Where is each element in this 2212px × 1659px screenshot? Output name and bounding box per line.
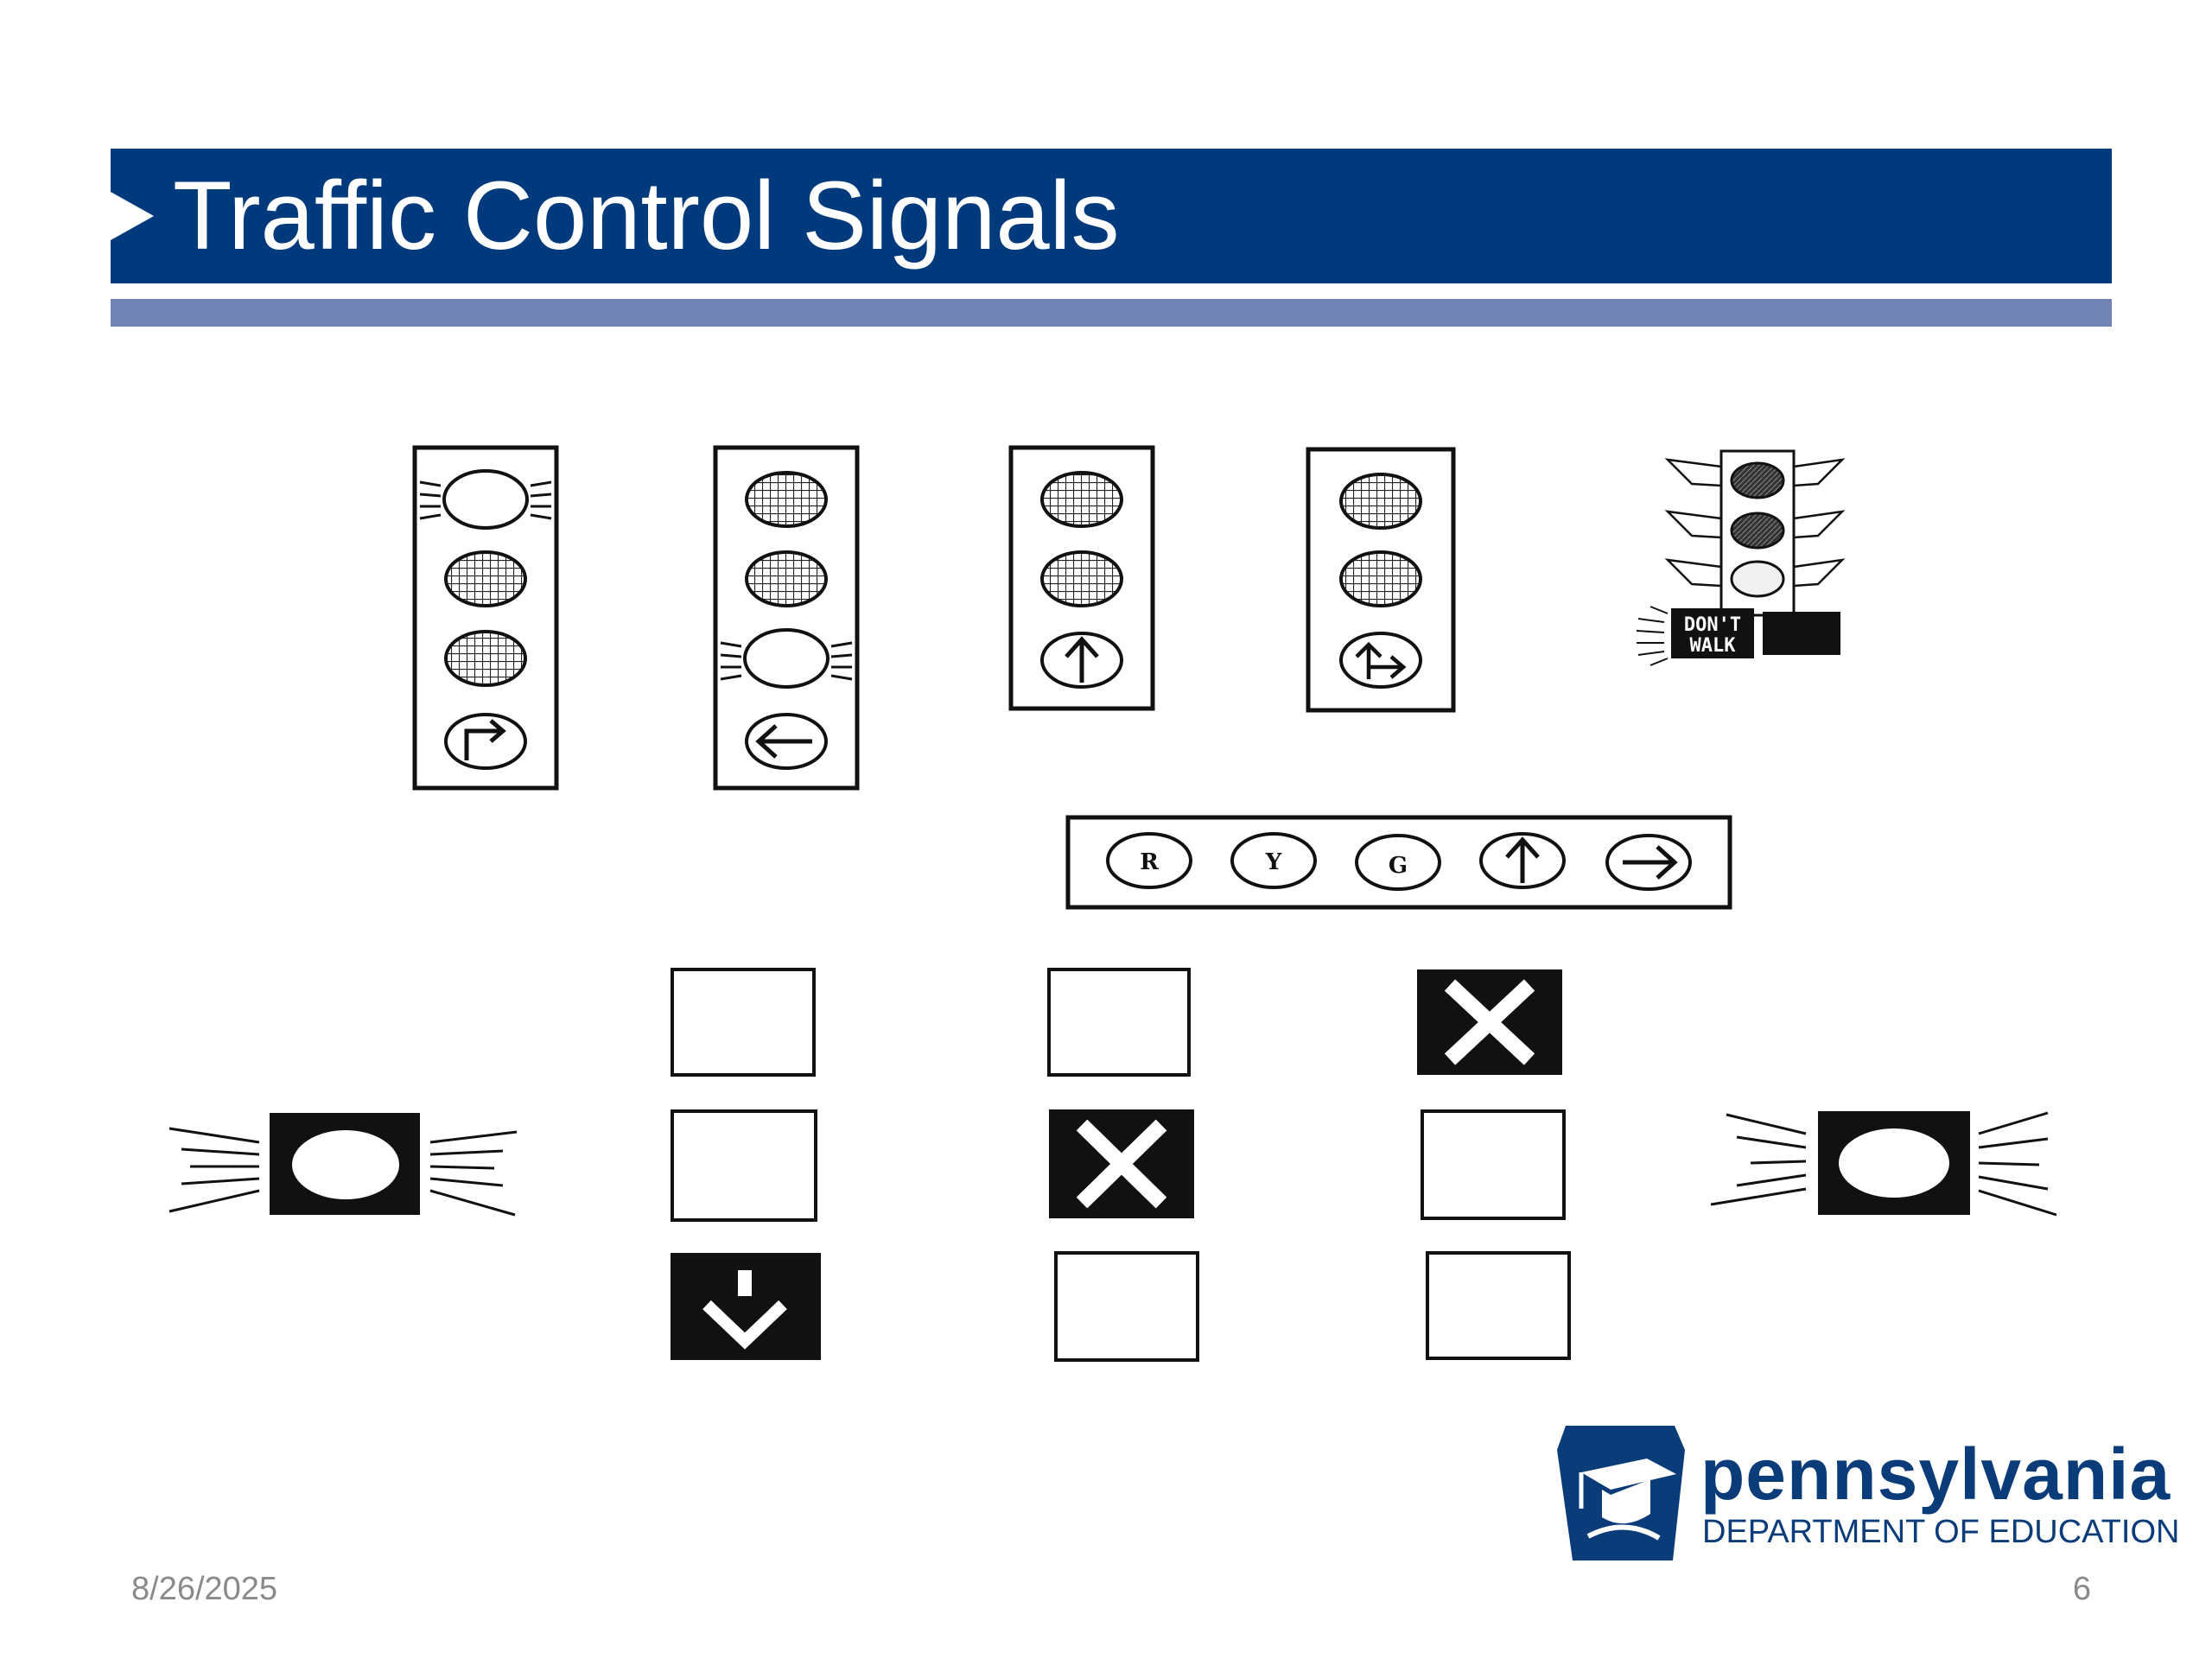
signal-lens-off bbox=[1339, 473, 1422, 530]
flashing-beacon-left bbox=[168, 1113, 518, 1217]
title-bar bbox=[111, 149, 2112, 283]
x-icon bbox=[1444, 979, 1535, 1065]
signal-up-arrow bbox=[1008, 445, 1155, 711]
title-arrow-icon bbox=[111, 192, 154, 240]
straight-right-arrow-icon bbox=[1339, 632, 1422, 689]
signal-lens-lit bbox=[743, 628, 830, 689]
title-underline-bar bbox=[111, 299, 2112, 327]
glow-lines bbox=[1636, 606, 1669, 666]
logo-department: DEPARTMENT OF EDUCATION bbox=[1702, 1514, 2180, 1550]
signal-lens-off bbox=[745, 471, 828, 528]
lens-label-r: R bbox=[1140, 849, 1159, 875]
signal-combination-arrow bbox=[1306, 447, 1456, 713]
signal-right-turn-arrow bbox=[412, 445, 559, 791]
signal-lens-off bbox=[444, 550, 527, 607]
dont-walk-panel bbox=[1671, 608, 1754, 658]
signal-lens-off bbox=[1040, 471, 1123, 528]
signal-left-arrow bbox=[713, 445, 860, 791]
x-icon bbox=[1076, 1119, 1167, 1209]
lane-signal-down-arrow bbox=[671, 968, 821, 1360]
slide-title: Traffic Control Signals bbox=[173, 162, 1120, 270]
lens-label-g: G bbox=[1389, 853, 1408, 879]
flashing-beacon-right bbox=[1710, 1111, 2057, 1217]
signal-lens-off bbox=[1339, 550, 1422, 607]
glow-lines bbox=[419, 480, 552, 520]
slide-number: 6 bbox=[2072, 1571, 2091, 1607]
horizontal-signal: R Y G bbox=[1065, 815, 1732, 910]
keystone-logo-icon bbox=[1557, 1426, 1685, 1560]
dont-walk-text-line2: WALK bbox=[1690, 635, 1737, 657]
glow-lines bbox=[720, 641, 853, 681]
lane-signal-top-x bbox=[1417, 969, 1571, 1360]
signal-lens-lit bbox=[442, 469, 529, 530]
walk-panel bbox=[1763, 612, 1840, 655]
dont-walk-text-line1: DON'T bbox=[1684, 614, 1741, 636]
signal-lens-red bbox=[1730, 461, 1785, 499]
signal-lens-yellow bbox=[1730, 512, 1785, 550]
logo-wordmark: pennsylvania bbox=[1700, 1433, 2171, 1515]
signal-lens-green bbox=[1730, 560, 1785, 598]
signal-lens-off bbox=[745, 550, 828, 607]
signal-lens-off bbox=[444, 630, 527, 687]
right-turn-arrow-icon bbox=[444, 713, 527, 770]
pedestrian-signal: DON'T WALK bbox=[1636, 449, 1846, 666]
slide-date: 8/26/2025 bbox=[131, 1571, 278, 1607]
lane-signal-middle-x bbox=[1047, 968, 1199, 1362]
lens-label-y: Y bbox=[1265, 849, 1282, 875]
signal-lens-off bbox=[1040, 550, 1123, 607]
